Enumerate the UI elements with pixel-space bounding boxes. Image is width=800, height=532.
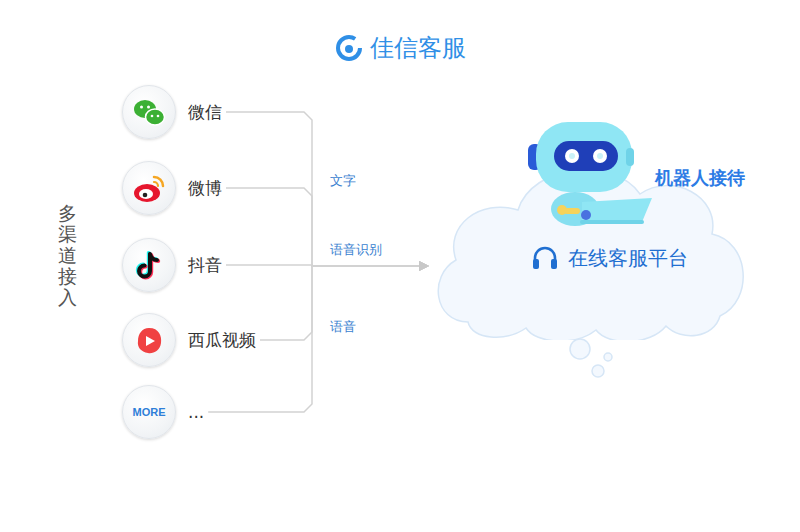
channel-logo	[123, 86, 175, 138]
channel-type: 语音识别	[330, 241, 382, 259]
channel-item: MORE...	[122, 385, 204, 439]
channel-icon	[122, 161, 176, 215]
channel-icon: MORE	[122, 385, 176, 439]
headset-icon	[530, 244, 560, 272]
channel-name: ...	[188, 402, 204, 422]
channel-icon	[122, 85, 176, 139]
channel-item: 西瓜视频	[122, 313, 256, 367]
channel-item: 抖音	[122, 238, 222, 292]
robot-caption: 机器人接待	[655, 166, 745, 190]
channel-type: 文字	[330, 172, 356, 190]
brand-logo	[334, 33, 364, 63]
channel-name: 微信	[188, 101, 222, 124]
channel-item: 微信	[122, 85, 222, 139]
channel-icon	[122, 313, 176, 367]
channel-name: 微博	[188, 177, 222, 200]
merge-connector	[260, 266, 428, 340]
title: 佳信客服	[370, 32, 466, 64]
channel-logo	[123, 239, 175, 291]
platform-name: 在线客服平台	[568, 245, 688, 272]
channel-icon	[122, 238, 176, 292]
merge-connector	[226, 188, 428, 266]
robot-illustration	[520, 114, 660, 232]
side-heading: 多渠道接入	[58, 203, 77, 307]
channel-type: 语音	[330, 318, 356, 336]
icon-text: MORE	[133, 406, 166, 418]
channel-name: 抖音	[188, 254, 222, 277]
channel-item: 微博	[122, 161, 222, 215]
merge-connector	[226, 112, 428, 266]
channel-logo	[123, 314, 175, 366]
channel-name: 西瓜视频	[188, 329, 256, 352]
channel-logo	[123, 162, 175, 214]
